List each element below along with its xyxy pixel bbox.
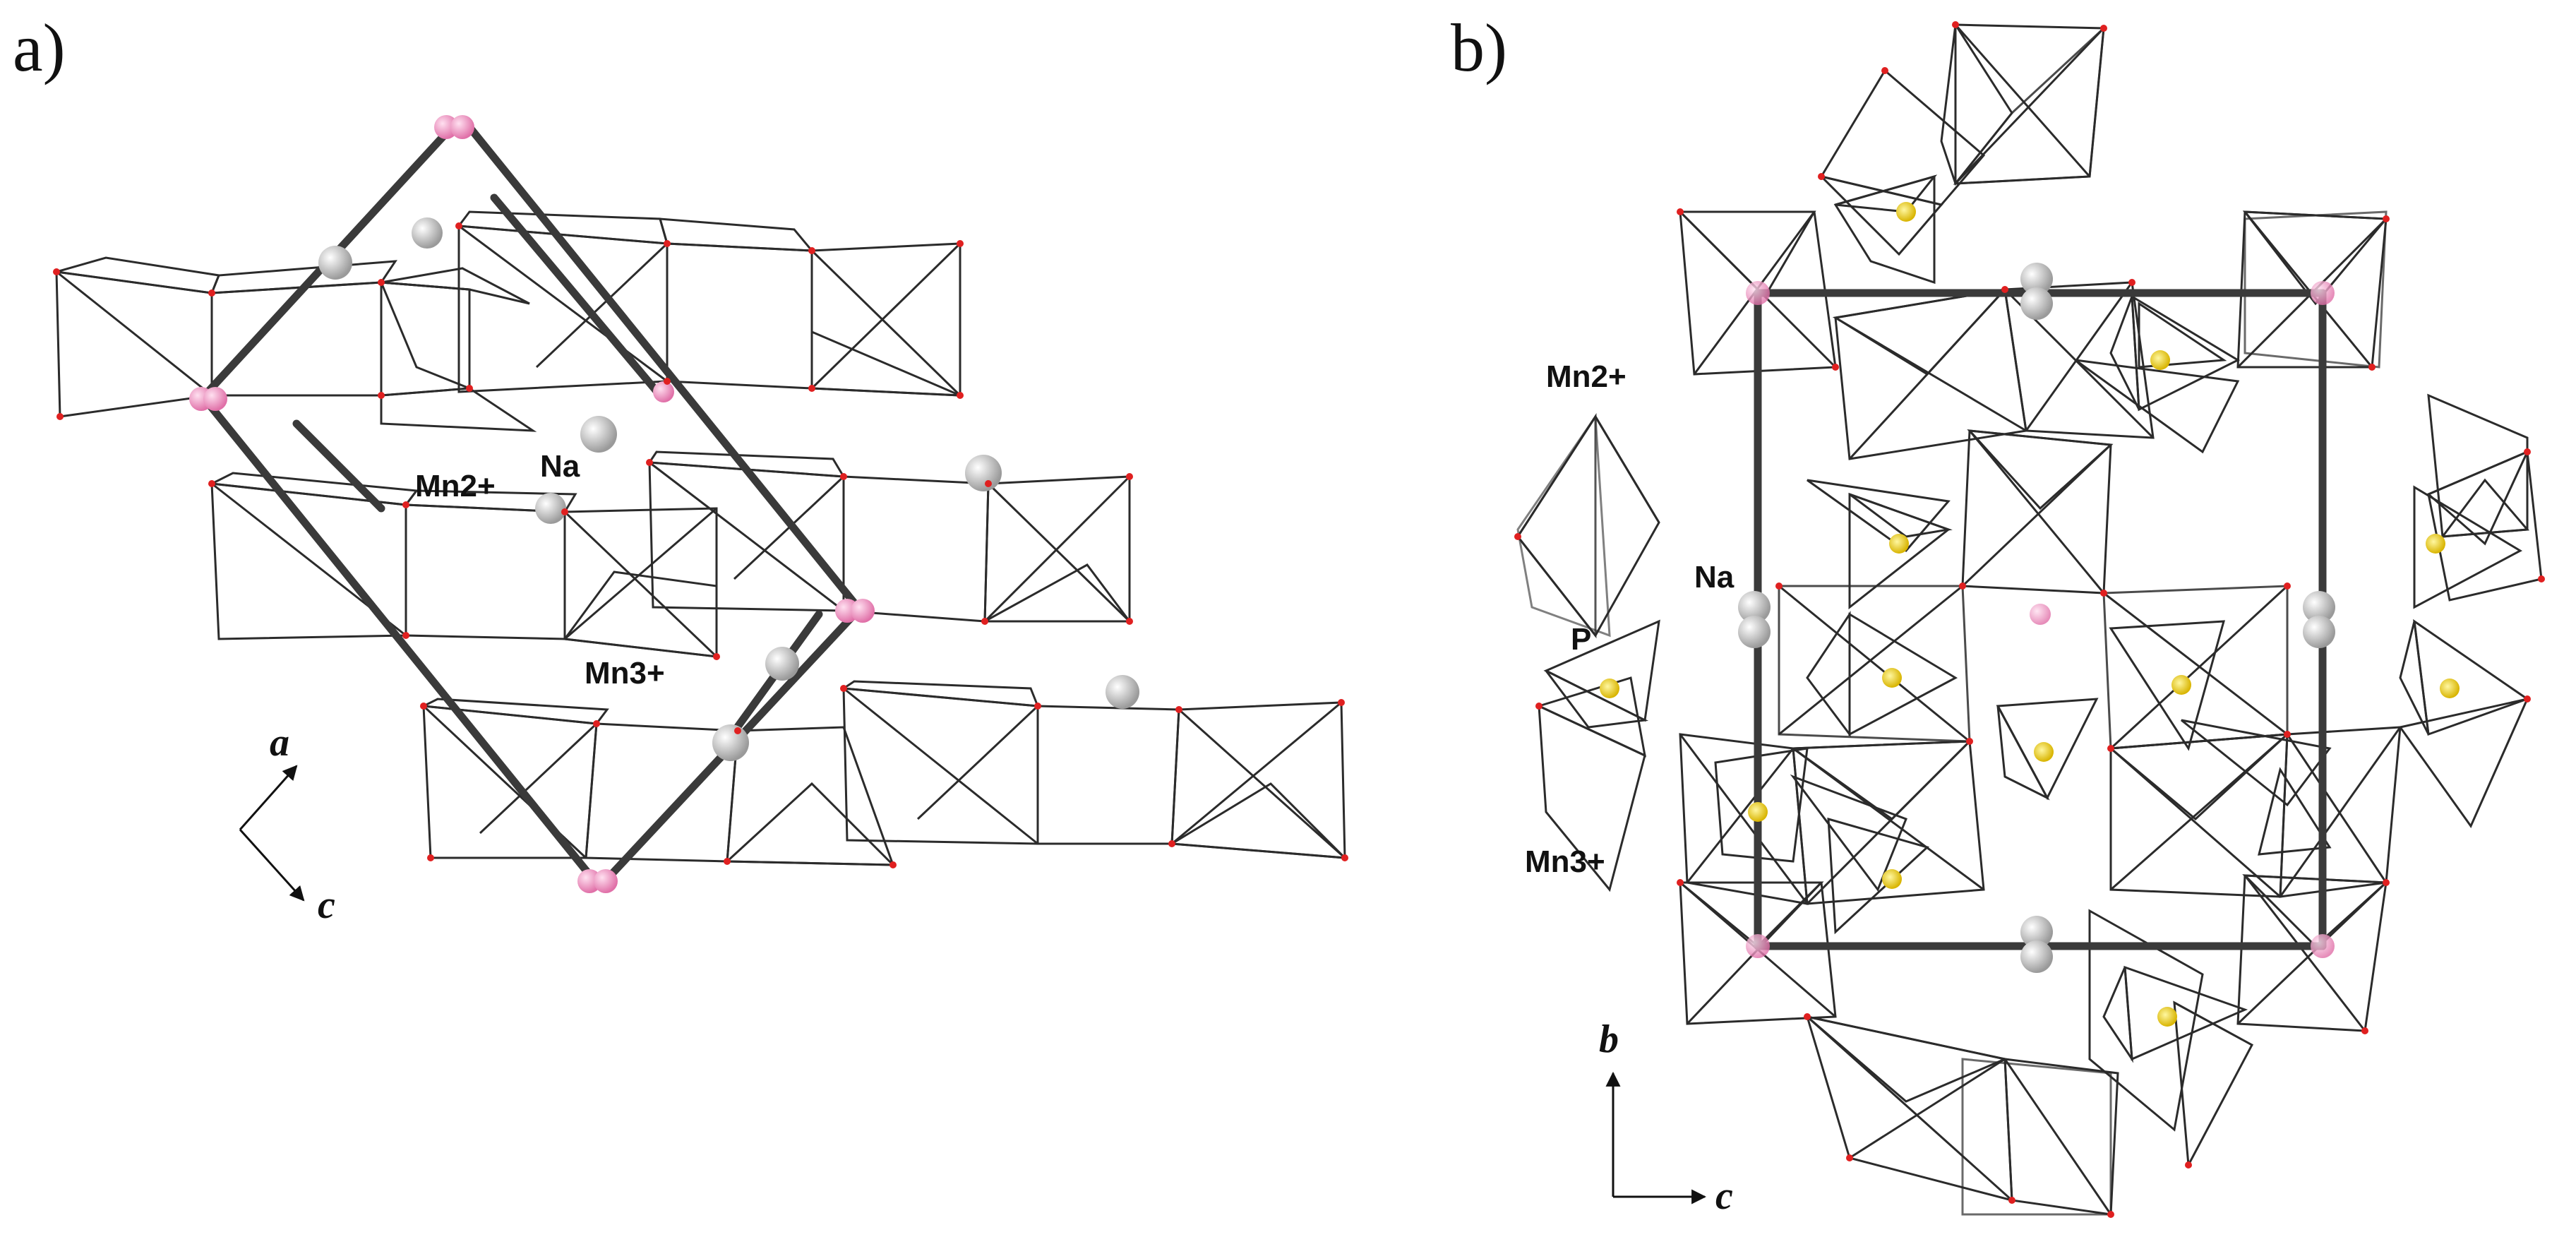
mn-atoms-b	[1746, 281, 2335, 958]
axis-label-c-a: c	[318, 883, 335, 927]
panel-b-letter: b)	[1451, 10, 1507, 85]
unit-cell-a	[200, 123, 862, 883]
phosphate-tetrahedra-b	[1543, 174, 2530, 1063]
axes-b: b c	[1599, 1017, 1733, 1218]
mn2-octahedra-b	[1516, 21, 2543, 1216]
label-mn2-a: Mn2+	[415, 469, 496, 503]
panel-a: a)	[13, 10, 1348, 927]
axes-a: a c	[239, 721, 335, 927]
axis-label-a: a	[270, 721, 289, 765]
axis-label-c-b: c	[1715, 1174, 1733, 1218]
label-mn2-b: Mn2+	[1546, 359, 1627, 394]
label-na-b: Na	[1694, 560, 1735, 594]
panel-a-letter: a)	[13, 10, 66, 85]
na-atoms-b	[1738, 263, 2335, 973]
mn-atoms-a	[189, 115, 875, 893]
oxygen-vertices-a	[53, 222, 1348, 868]
label-na-a: Na	[540, 449, 580, 484]
oxygen-vertices-b	[1514, 21, 2545, 1218]
label-mn3-b: Mn3+	[1525, 844, 1605, 879]
panel-b: b)	[1451, 10, 2545, 1218]
label-mn3-a: Mn3+	[585, 656, 665, 691]
axis-label-b: b	[1599, 1017, 1619, 1061]
p-atoms-b	[1600, 202, 2460, 1027]
label-p-b: P	[1571, 622, 1591, 657]
